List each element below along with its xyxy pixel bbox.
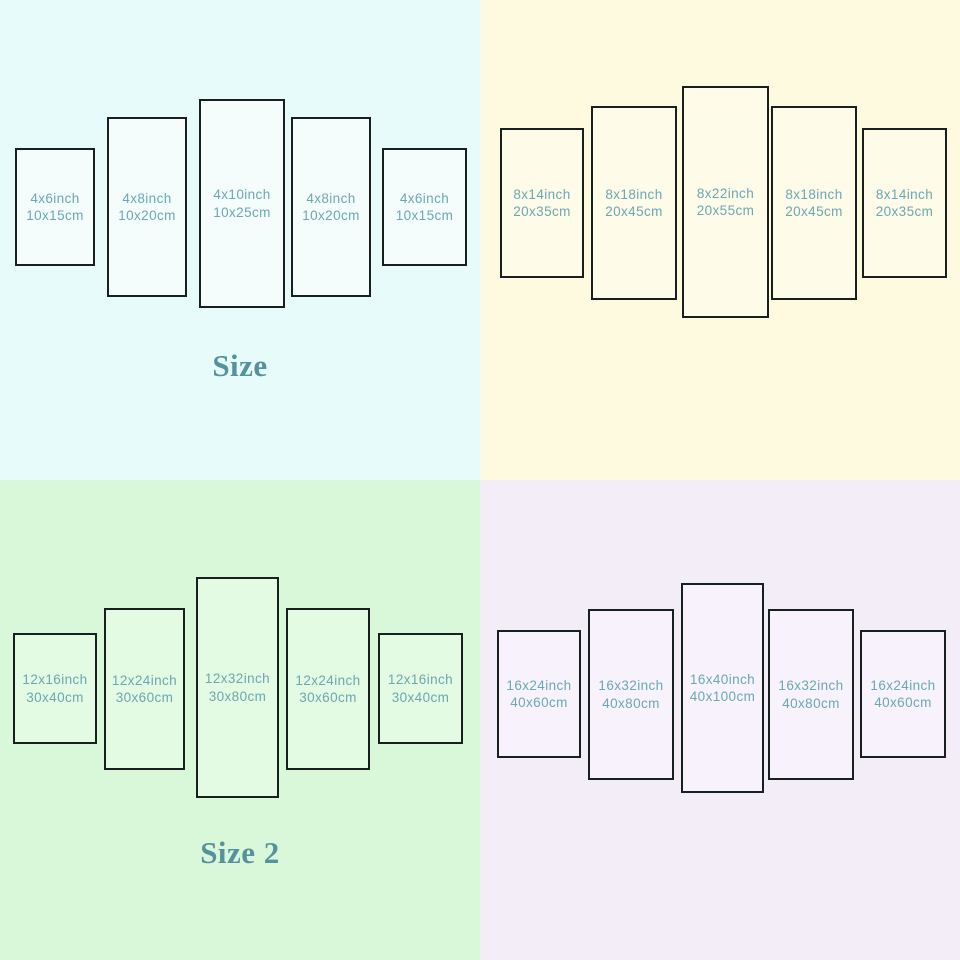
panel-size-inch: 4x6inch [399, 190, 450, 206]
panel-size-2-2[interactable]: 12x24inch 30x60cm [104, 608, 185, 770]
panel-size-label: 8x14inch 20x35cm [876, 186, 934, 221]
quadrant-size-1: 8x14inch 20x35cm 8x18inch 20x45cm 8x22inch 20… [480, 0, 960, 480]
panel-size-inch: 16x24inch [506, 677, 572, 693]
panel-size-inch: 8x22inch [696, 185, 755, 201]
panel-size-inch: 4x8inch [306, 190, 356, 206]
panel-size-label: 8x18inch 20x45cm [785, 186, 843, 221]
panel-size-label: 16x24inch 40x60cm [870, 677, 935, 712]
panel-size-inch: 12x16inch [22, 672, 88, 688]
panel-size-cm: 30x80cm [208, 688, 267, 704]
panel-size-3-5[interactable]: 16x24inch 40x60cm [860, 630, 946, 758]
panel-size-label: 12x24inch 30x60cm [295, 672, 360, 707]
panel-size-inch: 4x10inch [213, 187, 271, 203]
panel-size-cm: 20x45cm [605, 204, 663, 219]
panel-size-label: 8x18inch 20x45cm [605, 186, 663, 221]
panel-size-3-3[interactable]: 16x40inch 40x100cm [681, 583, 764, 793]
quadrant-title-size: Size [212, 348, 268, 383]
panel-size-inch: 16x32inch [598, 678, 664, 694]
panel-size-label: 8x14inch 20x35cm [513, 186, 571, 221]
panel-size-cm: 10x20cm [302, 208, 360, 223]
panel-size-3-1[interactable]: 16x24inch 40x60cm [497, 630, 581, 758]
panel-size-label: 4x8inch 10x20cm [302, 190, 360, 225]
panel-size-cm: 30x40cm [26, 689, 84, 705]
panel-size-inch: 16x32inch [778, 678, 844, 694]
panel-size-2[interactable]: 4x8inch 10x20cm [107, 117, 187, 297]
panel-size-1-3[interactable]: 8x22inch 20x55cm [682, 86, 769, 318]
panel-size-label: 4x6inch 10x15cm [396, 190, 454, 225]
panel-size-label: 16x40inch 40x100cm [690, 671, 756, 706]
panel-size-cm: 10x15cm [26, 208, 84, 223]
panel-size-inch: 16x24inch [870, 677, 936, 693]
panel-size-1-4[interactable]: 8x18inch 20x45cm [771, 106, 857, 300]
panel-size-inch: 8x18inch [785, 186, 843, 202]
panel-size-cm: 30x40cm [391, 689, 450, 705]
panel-size-2-4[interactable]: 12x24inch 30x60cm [286, 608, 370, 770]
panel-size-cm: 40x60cm [874, 695, 932, 710]
panel-size-inch: 8x18inch [605, 186, 663, 202]
panel-size-inch: 4x6inch [30, 190, 80, 206]
panel-size-1[interactable]: 4x6inch 10x15cm [15, 148, 95, 266]
quadrant-title-size-2: Size 2 [200, 835, 280, 870]
panel-size-cm: 30x60cm [115, 690, 174, 705]
panel-size-label: 12x24inch 30x60cm [112, 672, 177, 707]
panel-size-label: 8x22inch 20x55cm [697, 185, 755, 220]
panel-size-cm: 10x25cm [213, 204, 271, 220]
panel-size-1-1[interactable]: 8x14inch 20x35cm [500, 128, 584, 278]
panel-size-cm: 40x80cm [602, 695, 660, 711]
panel-size-cm: 10x15cm [395, 208, 454, 223]
panel-size-4[interactable]: 4x8inch 10x20cm [291, 117, 371, 297]
panel-size-label: 16x24inch 40x60cm [506, 677, 571, 712]
panel-size-5[interactable]: 4x6inch 10x15cm [382, 148, 467, 266]
panel-size-inch: 4x8inch [122, 190, 172, 206]
panel-size-inch: 16x40inch [689, 671, 756, 687]
panel-size-cm: 40x60cm [510, 695, 568, 710]
panel-size-label: 4x6inch 10x15cm [26, 190, 84, 225]
panel-size-cm: 40x100cm [689, 689, 756, 704]
panel-size-1-5[interactable]: 8x14inch 20x35cm [862, 128, 947, 278]
panel-size-cm: 20x35cm [513, 204, 571, 219]
panel-size-cm: 20x35cm [875, 204, 934, 219]
panel-size-cm: 20x45cm [785, 204, 843, 219]
panel-size-inch: 12x16inch [387, 672, 454, 688]
panel-size-1-2[interactable]: 8x18inch 20x45cm [591, 106, 677, 300]
panel-size-inch: 12x24inch [111, 672, 178, 688]
panel-size-inch: 12x32inch [204, 671, 271, 687]
panel-size-inch: 8x14inch [875, 186, 934, 202]
panel-size-cm: 10x20cm [118, 208, 176, 223]
panel-size-inch: 12x24inch [295, 672, 361, 688]
panel-size-inch: 8x14inch [513, 186, 571, 202]
panel-size-label: 4x8inch 10x20cm [118, 190, 176, 225]
panel-size-cm: 20x55cm [696, 203, 755, 218]
panel-size-cm: 40x80cm [782, 695, 840, 711]
panel-size-cm: 30x60cm [299, 690, 357, 705]
